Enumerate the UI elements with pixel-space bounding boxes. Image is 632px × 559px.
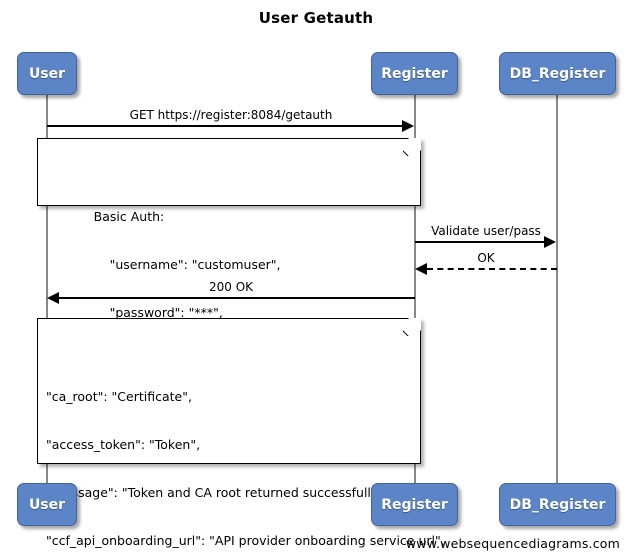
message-line-validate-user-pass — [415, 241, 545, 243]
note-line: "ccf_api_onboarding_url": "API provider … — [46, 533, 445, 548]
actor-box-register-bottom[interactable]: Register — [371, 483, 458, 526]
note-fold-edge-icon — [403, 138, 421, 156]
footer-watermark: www.websequencediagrams.com — [405, 536, 620, 551]
note-fold-edge-icon — [403, 318, 421, 336]
message-label-ok: OK — [477, 251, 495, 265]
note-line: "username": "customuser", — [46, 257, 281, 272]
lifeline-db-register — [556, 95, 558, 490]
lifeline-register — [414, 95, 416, 490]
message-arrowhead-ok — [415, 263, 427, 275]
note-basic-auth: Basic Auth: "username": "customuser", "p… — [37, 138, 421, 320]
message-line-get-getauth — [47, 125, 403, 127]
page-title: User Getauth — [258, 9, 374, 27]
message-line-ok — [427, 268, 557, 270]
note-response-body: "ca_root": "Certificate", "access_token"… — [37, 318, 445, 548]
message-line-200-ok — [59, 297, 415, 299]
note-line: "password": "***", — [46, 305, 223, 320]
actor-box-db-register-bottom[interactable]: DB_Register — [499, 483, 616, 526]
note-line: "access_token": "Token", — [46, 437, 201, 452]
message-label-validate-user-pass: Validate user/pass — [431, 224, 541, 238]
message-arrowhead-get-getauth — [402, 120, 414, 132]
message-arrowhead-validate-user-pass — [544, 236, 556, 248]
message-label-200-ok: 200 OK — [208, 280, 254, 294]
note-line: Basic Auth: — [46, 209, 165, 224]
note-line: "message": "Token and CA root returned s… — [46, 485, 389, 500]
message-label-get-getauth: GET https://register:8084/getauth — [129, 108, 333, 122]
actor-box-user-top[interactable]: User — [17, 52, 77, 95]
actor-box-db-register-top[interactable]: DB_Register — [499, 52, 616, 95]
actor-box-register-top[interactable]: Register — [371, 52, 458, 95]
note-line: "ca_root": "Certificate", — [46, 389, 192, 404]
message-arrowhead-200-ok — [47, 292, 59, 304]
actor-box-user-bottom[interactable]: User — [17, 483, 77, 526]
